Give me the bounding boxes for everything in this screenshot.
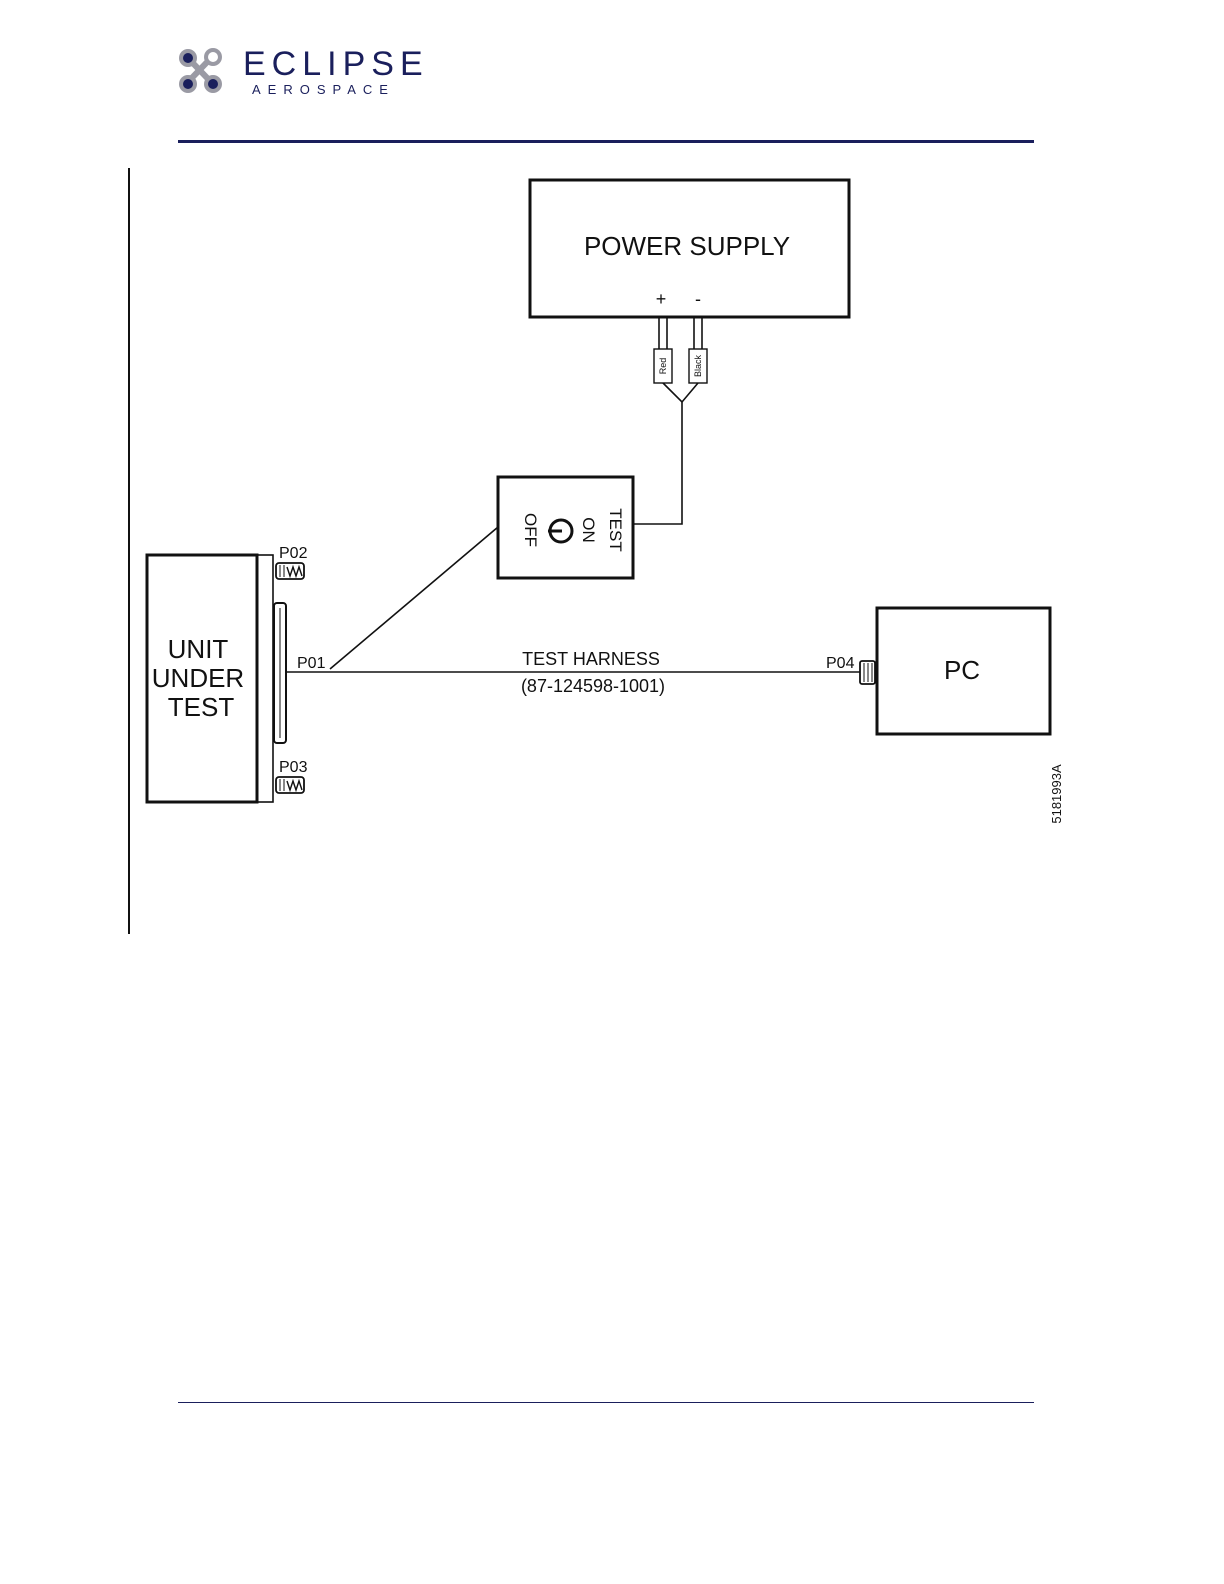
p02-label: P02 [279,545,308,562]
pc-label: PC [944,655,980,685]
switch-test-label: TEST [606,508,625,551]
p01-label: P01 [297,655,326,672]
uut-label-line3: TEST [168,692,235,722]
test-switch-box: TEST ON OFF [498,477,633,578]
power-supply-label: POWER SUPPLY [584,231,790,261]
footer-rule [178,1402,1034,1403]
uut-label-line2: UNDER [152,663,244,693]
uut-label-line1: UNIT [168,634,229,664]
switch-off-label: OFF [521,513,540,547]
p02-connector-icon [276,563,304,579]
red-lead-label: Red [658,358,668,375]
power-supply-box: POWER SUPPLY + - [530,180,849,317]
plus-terminal-label: + [656,289,667,309]
p03-connector-icon [276,777,304,793]
p04-connector-icon [860,661,875,684]
harness-part-number: (87-124598-1001) [521,676,665,696]
power-toggle-icon [548,520,572,542]
switch-wire [330,527,498,669]
p03-label: P03 [279,759,308,776]
figure-id: 5181993A [1049,764,1064,824]
red-lead-tag: Red [654,349,672,383]
switch-on-label: ON [579,517,598,543]
minus-terminal-label: - [695,289,701,309]
pc-box: PC [877,608,1050,734]
black-lead-tag: Black [689,349,707,383]
unit-under-test-box: UNIT UNDER TEST [147,555,286,802]
harness-label: TEST HARNESS [522,649,660,669]
p04-label: P04 [826,655,855,672]
black-lead-label: Black [693,355,703,378]
power-leads [633,317,702,524]
